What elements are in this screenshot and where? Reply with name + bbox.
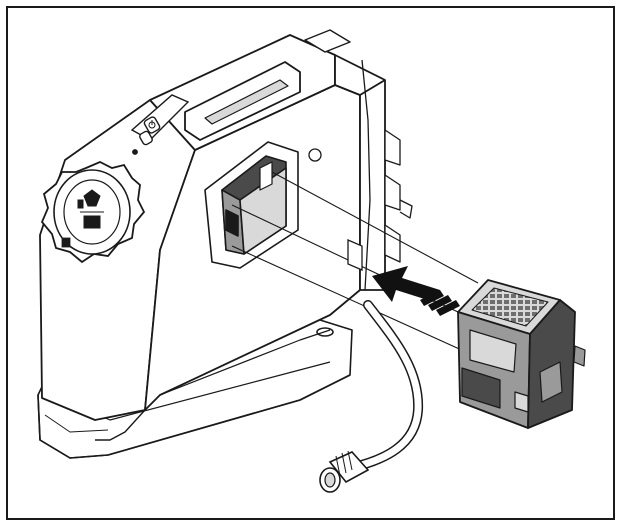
rear-strap (347, 59, 371, 291)
fuel-cap-icon (77, 189, 104, 229)
battery-pack-icon (457, 279, 586, 429)
hose-nozzle (319, 450, 370, 493)
battery-compartment (204, 141, 299, 269)
hose-icon (345, 300, 424, 473)
fuel-cap (40, 161, 146, 264)
power-button-icon (148, 120, 156, 129)
insert-arrow-icon (372, 266, 460, 316)
control-panel (130, 94, 190, 155)
